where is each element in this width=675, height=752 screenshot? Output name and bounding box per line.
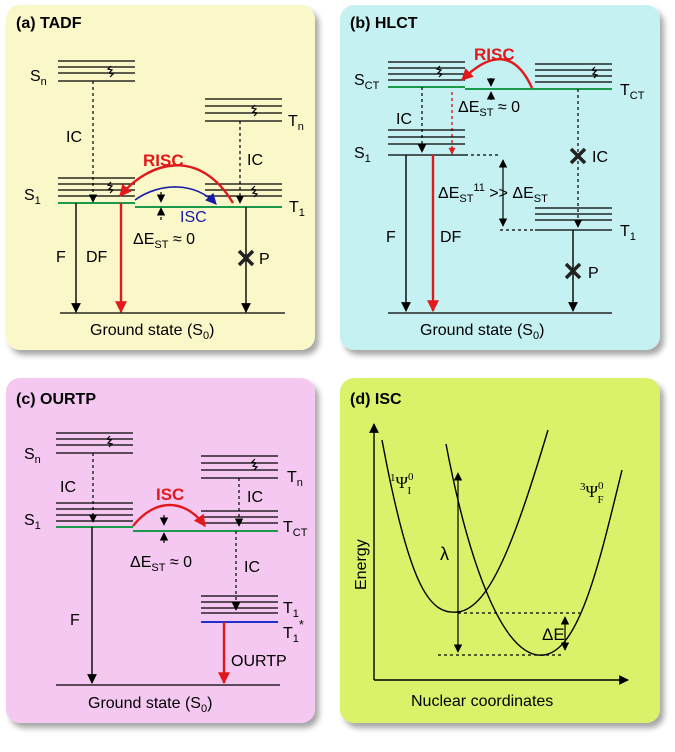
sct-label: SCT (354, 72, 380, 92)
triplet-curve (445, 443, 623, 656)
f-label-c: F (70, 612, 80, 629)
isc-arrow-c (132, 503, 206, 527)
panel-d-title: (d) ISC (350, 391, 402, 408)
dest-label-b: ΔEST ≈ 0 (458, 99, 520, 119)
risc-arrow-a (119, 164, 235, 204)
x-axis-label: Nuclear coordinates (411, 693, 553, 710)
ground-label-b: Ground state (S0) (420, 322, 544, 342)
ourtp-label: OURTP (231, 653, 287, 670)
t1-label-b: T1 (620, 223, 636, 243)
ground-label-c: Ground state (S0) (88, 695, 212, 715)
t1-star-label-c: T1* (283, 617, 304, 645)
ic-cross-b (569, 147, 587, 165)
df-label-a: DF (86, 249, 108, 266)
risc-label-b: RISC (474, 45, 515, 64)
ic-label-c1: IC (60, 479, 76, 496)
ic-label-b2: IC (592, 149, 608, 166)
dest-label-a: ΔEST ≈ 0 (133, 231, 195, 251)
sct-levels (388, 61, 465, 88)
sn-label-c: Sn (24, 446, 41, 466)
panel-a-bg (6, 5, 315, 350)
delta-e-label: ΔE (542, 625, 565, 644)
p-cross-b (564, 262, 582, 280)
f-label-b: F (386, 229, 396, 246)
risc-label-a: RISC (143, 151, 184, 170)
dest-ratio-label-b: ΔEST11 >> ΔEST (438, 182, 548, 205)
tn-levels (205, 98, 282, 122)
p-label-a: P (259, 251, 270, 268)
ground-label-a: Ground state (S0) (90, 322, 214, 342)
panel-a-title: (a) TADF (16, 15, 82, 32)
ic-label-a2: IC (247, 152, 263, 169)
p-cross-a (237, 249, 255, 267)
s1-levels-b (388, 129, 465, 156)
t1-label-c: T1 (283, 600, 299, 620)
ic-label-a1: IC (66, 129, 82, 146)
tct-label-c: TCT (283, 519, 308, 539)
ic-label-c3: IC (244, 559, 260, 576)
ic-label-b1: IC (396, 111, 412, 128)
tn-label: Tn (288, 113, 304, 133)
dest-label-c: ΔEST ≈ 0 (130, 554, 192, 574)
panel-a: (a) TADF Sn Tn IC IC S1 (6, 5, 315, 350)
df-label-b: DF (440, 229, 462, 246)
f-label-a: F (56, 249, 66, 266)
s1-levels-c (56, 502, 133, 528)
panel-c-title: (c) OURTP (16, 391, 96, 408)
panel-c: (c) OURTP Sn Tn IC IC S1 (6, 378, 315, 723)
t1-levels-c (201, 595, 278, 623)
ic-label-c2: IC (247, 489, 263, 506)
s1-label: S1 (24, 187, 41, 207)
isc-label-a: ISC (180, 209, 207, 226)
panel-b: (b) HLCT SCT TCT RISC ΔEST ≈ 0 IC (340, 5, 660, 350)
panel-d-bg (340, 378, 660, 723)
tct-levels-c (133, 510, 278, 532)
sn-levels (58, 60, 135, 82)
p-label-b: P (588, 265, 599, 282)
risc-arrow-b (461, 58, 534, 89)
s1-label-c: S1 (24, 512, 41, 532)
isc-arrow-a (134, 186, 217, 205)
panel-c-bg (6, 378, 315, 723)
t1-label: T1 (289, 199, 305, 219)
sn-label: Sn (30, 68, 47, 88)
lambda-label: λ (440, 544, 449, 564)
s1-label-b: S1 (354, 145, 371, 165)
tct-label-b: TCT (620, 82, 645, 102)
panel-b-title: (b) HLCT (350, 15, 418, 32)
tn-label-c: Tn (287, 469, 303, 489)
y-axis-label: Energy (353, 539, 370, 590)
sn-levels-c (56, 432, 133, 454)
tct-levels (465, 63, 612, 90)
isc-label-c: ISC (156, 485, 184, 504)
